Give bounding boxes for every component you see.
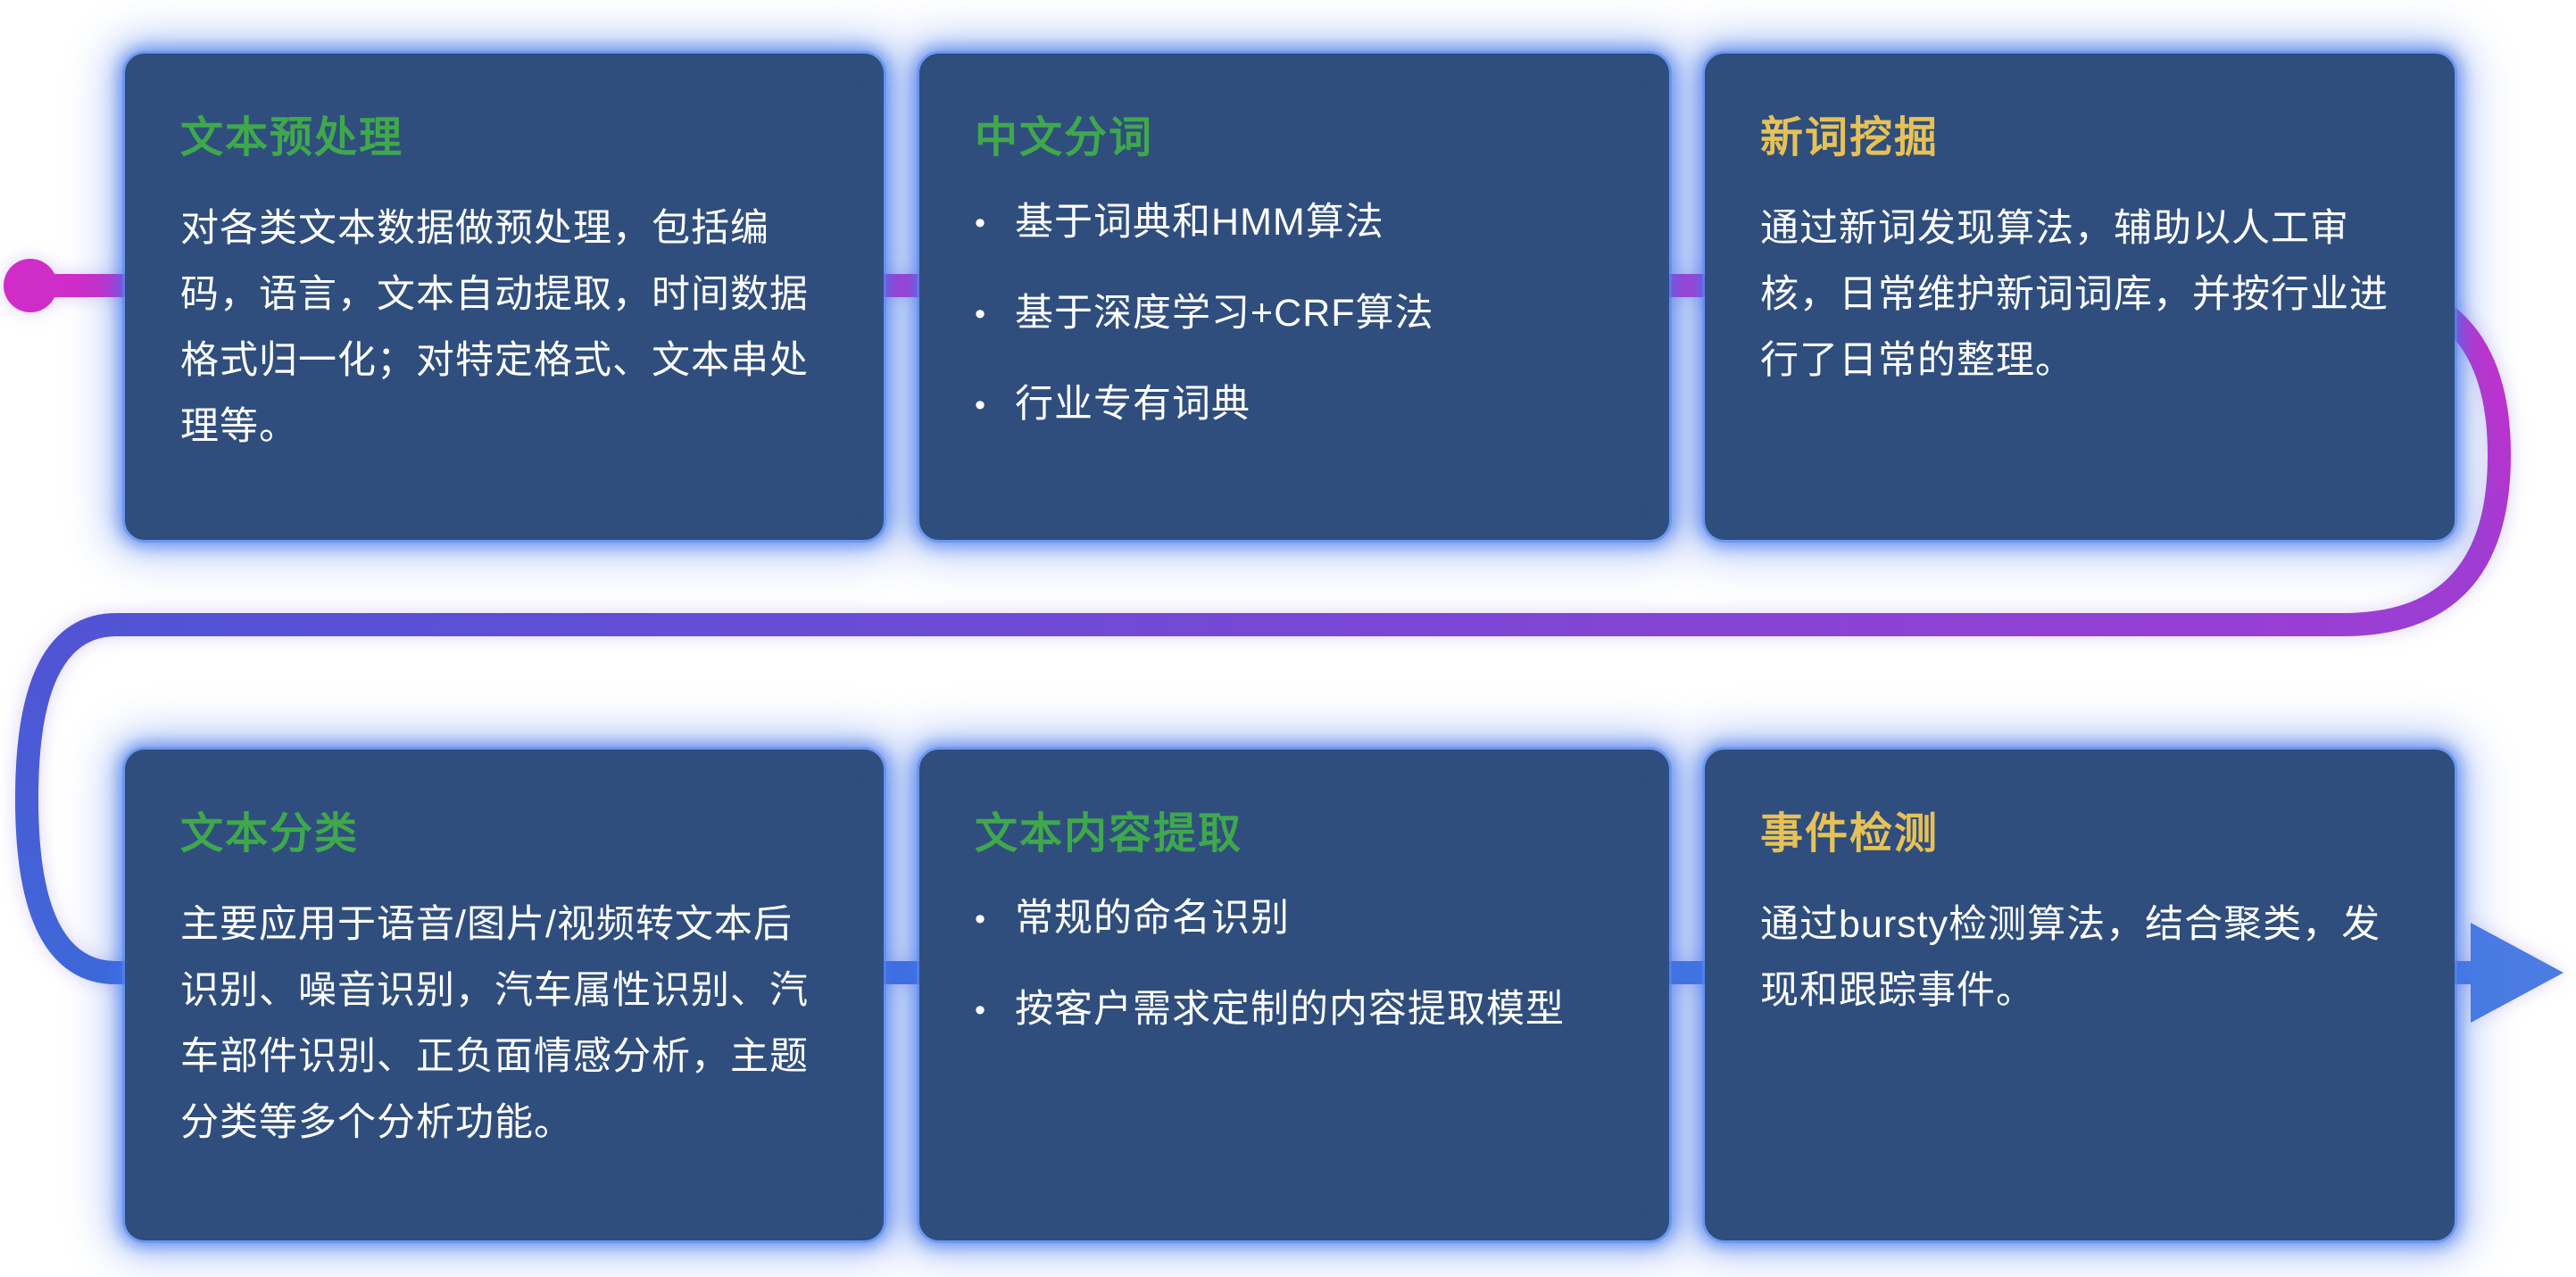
card-chinese-word-segmentation: 中文分词 • 基于词典和HMM算法 • 基于深度学习+CRF算法 • 行业专有词… [919, 54, 1669, 540]
bullet-text: 基于词典和HMM算法 [1015, 201, 1384, 244]
card-body-text: 通过新词发现算法，辅助以人工审核，日常维护新词词库，并按行业进行了日常的整理。 [1760, 207, 2389, 382]
bullet-dot-icon: • [975, 902, 987, 936]
bullet-list: • 常规的命名识别 • 按客户需求定制的内容提取模型 [975, 892, 1614, 1035]
card-text-content-extraction: 文本内容提取 • 常规的命名识别 • 按客户需求定制的内容提取模型 [919, 750, 1669, 1240]
card-event-detection: 事件检测 通过bursty检测算法，结合聚类，发现和跟踪事件。 [1705, 750, 2455, 1240]
bullet-text: 基于深度学习+CRF算法 [1015, 292, 1434, 336]
bullet-dot-icon: • [975, 993, 987, 1028]
bullet-list: • 基于词典和HMM算法 • 基于深度学习+CRF算法 • 行业专有词典 [975, 196, 1614, 430]
bullet-dot-icon: • [975, 388, 987, 423]
card-text-preprocessing: 文本预处理 对各类文本数据做预处理，包括编码，语言，文本自动提取，时间数据格式归… [125, 54, 884, 540]
bullet-item: • 基于词典和HMM算法 [975, 196, 1614, 248]
card-title: 文本预处理 [180, 114, 404, 162]
bullet-dot-icon: • [975, 206, 987, 240]
flow-left-curve [14, 613, 134, 984]
card-body-text: 通过bursty检测算法，结合聚类，发现和跟踪事件。 [1760, 903, 2381, 1012]
bullet-text: 行业专有词典 [1015, 383, 1251, 427]
card-title: 文本分类 [180, 810, 360, 858]
card-title: 新词挖掘 [1760, 114, 1940, 162]
bullet-item: • 按客户需求定制的内容提取模型 [975, 983, 1614, 1035]
bullet-item: • 常规的命名识别 [975, 892, 1614, 944]
bullet-item: • 行业专有词典 [975, 378, 1614, 430]
card-body-text: 主要应用于语音/图片/视频转文本后识别、噪音识别，汽车属性识别、汽车部件识别、正… [180, 903, 809, 1144]
card-title: 事件检测 [1760, 810, 1940, 858]
bullet-dot-icon: • [975, 297, 987, 332]
bullet-item: • 基于深度学习+CRF算法 [975, 287, 1614, 339]
flow-arrow-head-icon [2471, 923, 2564, 1023]
card-title: 中文分词 [975, 114, 1154, 162]
card-text-classification: 文本分类 主要应用于语音/图片/视频转文本后识别、噪音识别，汽车属性识别、汽车部… [125, 750, 884, 1240]
card-body-text: 对各类文本数据做预处理，包括编码，语言，文本自动提取，时间数据格式归一化；对特定… [180, 207, 809, 448]
card-title: 文本内容提取 [975, 810, 1243, 858]
bullet-text: 按客户需求定制的内容提取模型 [1015, 988, 1566, 1032]
bullet-text: 常规的命名识别 [1015, 897, 1291, 940]
card-new-word-mining: 新词挖掘 通过新词发现算法，辅助以人工审核，日常维护新词词库，并按行业进行了日常… [1705, 54, 2455, 540]
